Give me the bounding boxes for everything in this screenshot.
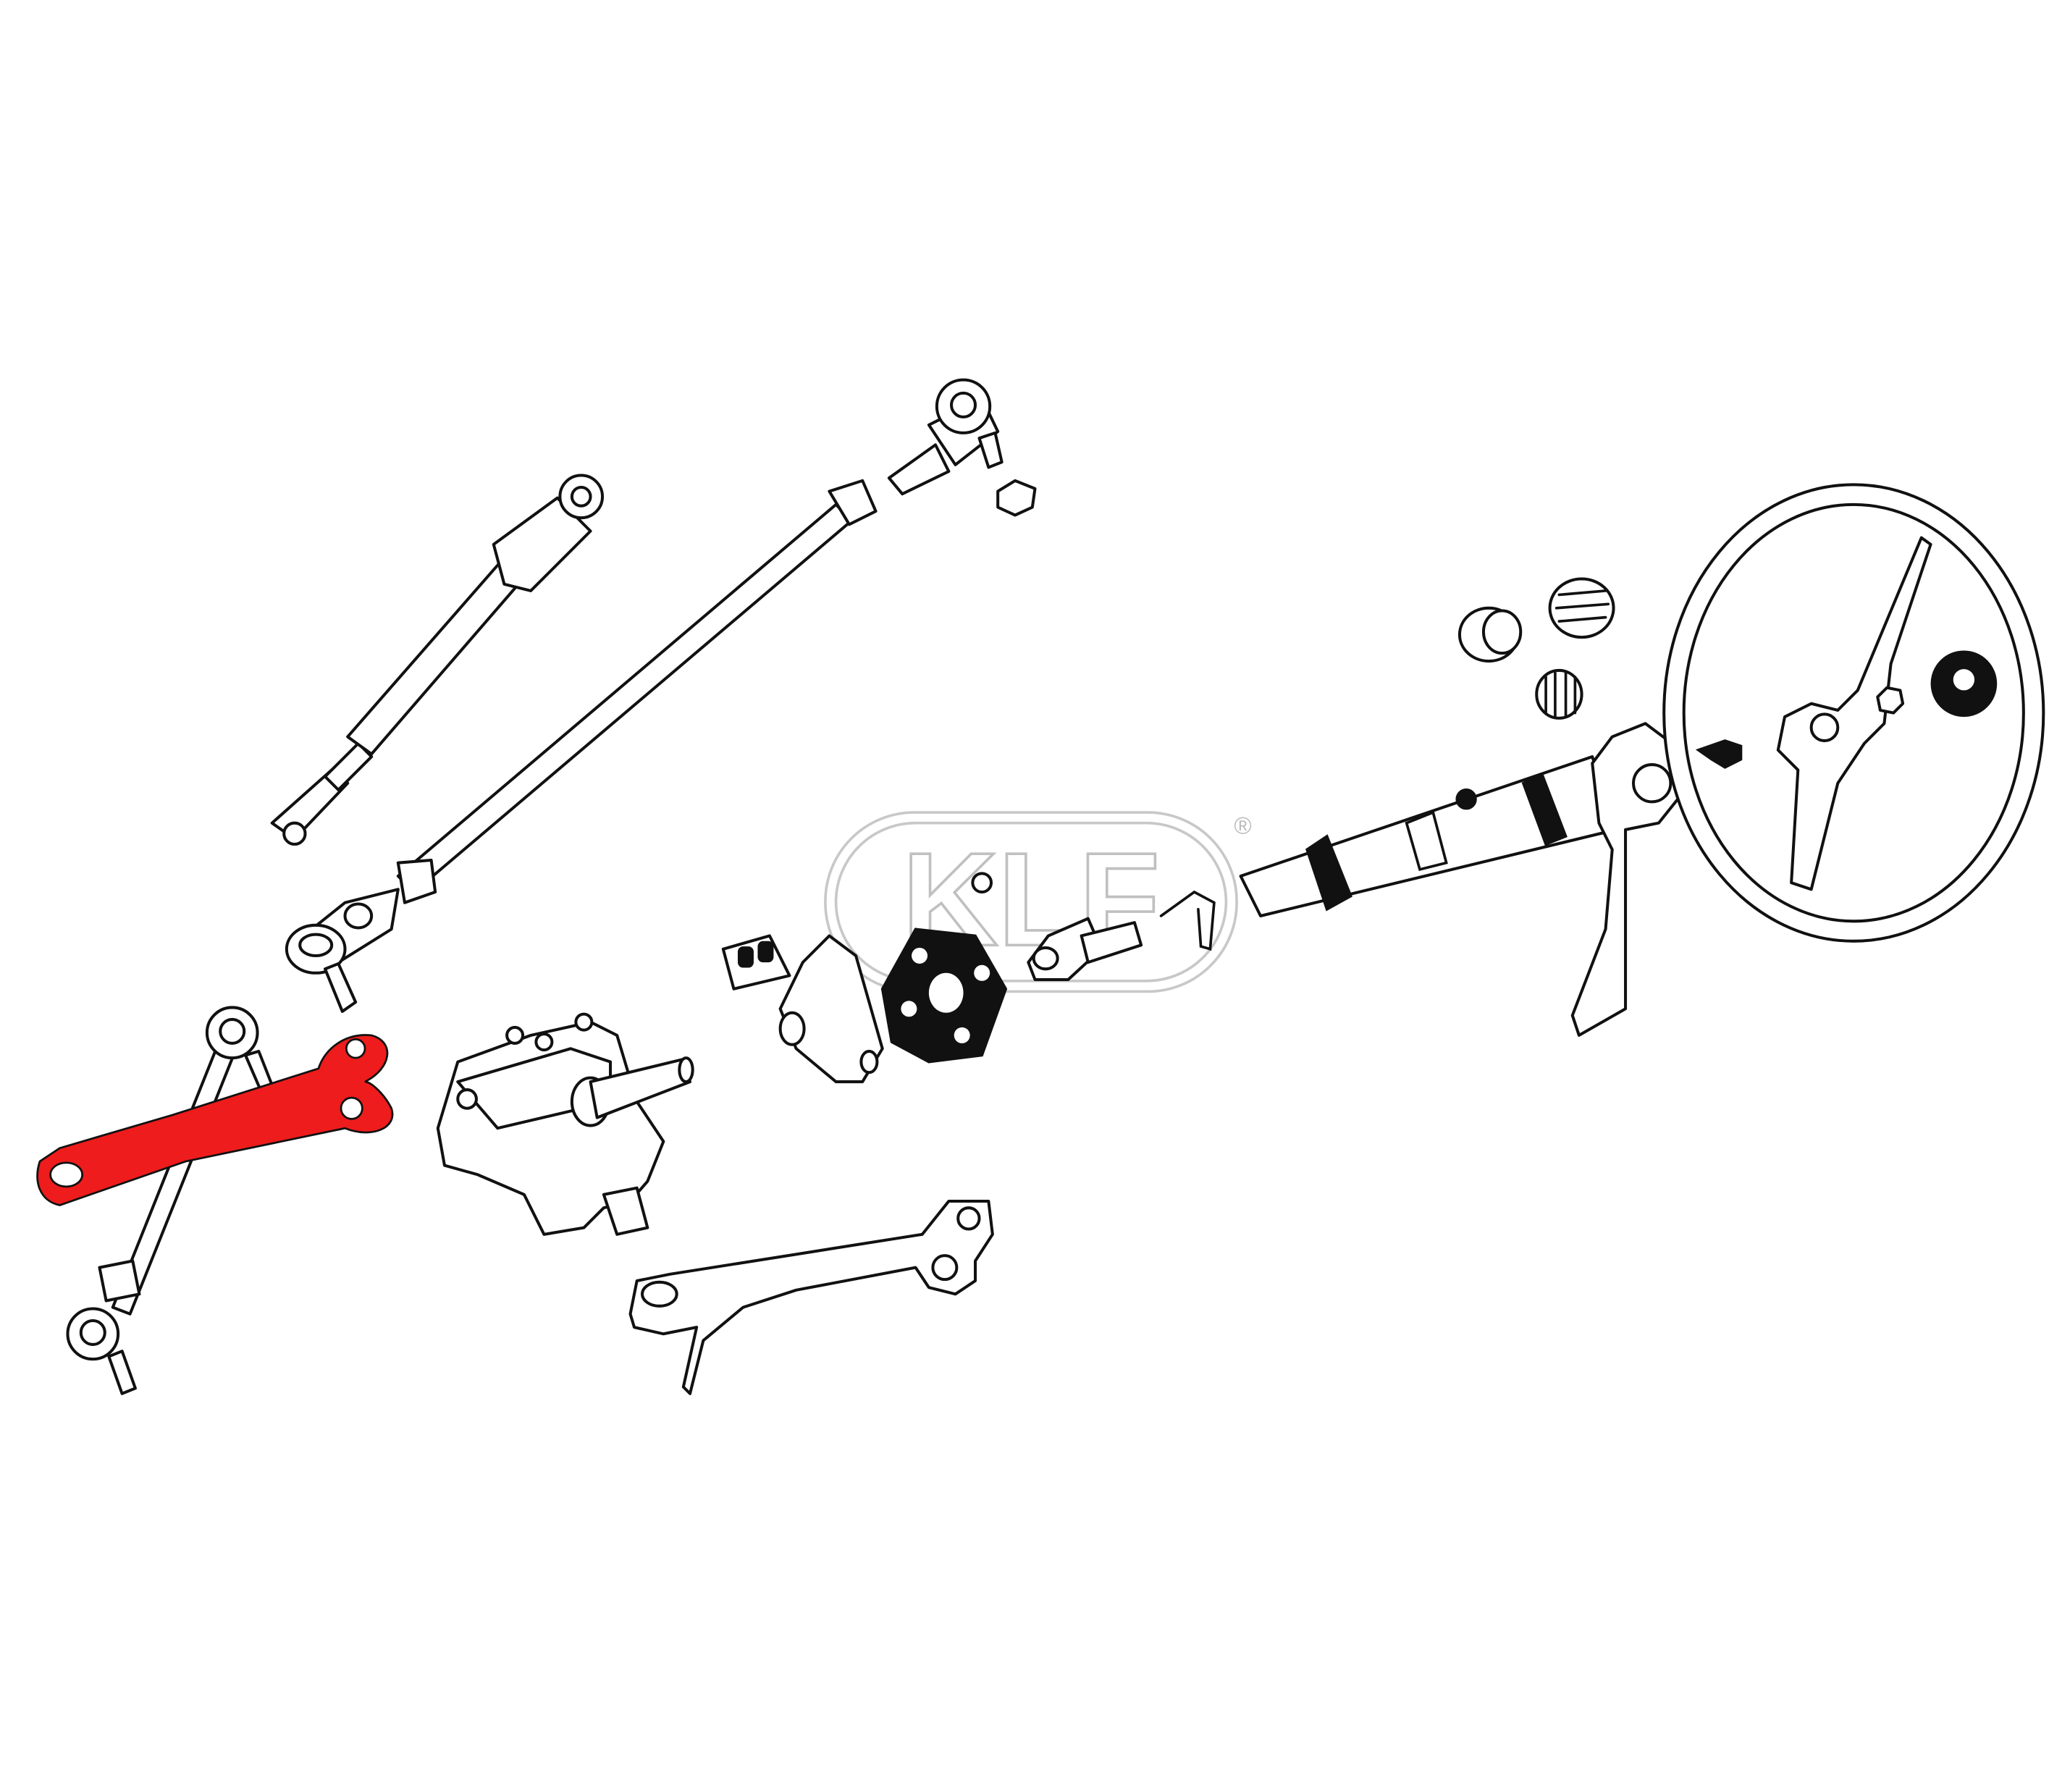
registered-mark: ® — [1234, 812, 1251, 838]
steering-wheel[interactable] — [1662, 483, 2045, 943]
column-bushing — [1457, 606, 1523, 663]
steering-damper — [270, 474, 605, 846]
steering-arm — [628, 1200, 994, 1395]
coupler-flange — [1027, 917, 1143, 981]
steering-gearbox — [436, 1012, 694, 1236]
steering-column — [1239, 755, 1618, 918]
long-tie-rod — [285, 479, 878, 1013]
turn-signal-switch[interactable] — [1570, 722, 1687, 1037]
lock-tab — [971, 872, 993, 894]
hex-nut — [996, 479, 1037, 517]
tie-rod-end — [887, 378, 1004, 496]
screw — [1695, 739, 1743, 769]
retaining-clip — [1159, 890, 1216, 951]
spring — [1548, 577, 1615, 639]
flexible-coupling-disc[interactable] — [880, 927, 1008, 1064]
short-tie-rod — [66, 1006, 275, 1395]
wheel-nut — [1876, 686, 1905, 715]
needle-bearing — [1535, 668, 1583, 720]
horn-button[interactable] — [1930, 650, 1998, 718]
clamp-plate — [721, 934, 791, 990]
flange-housing — [778, 934, 884, 1084]
drop-arm-highlighted — [36, 1034, 394, 1206]
